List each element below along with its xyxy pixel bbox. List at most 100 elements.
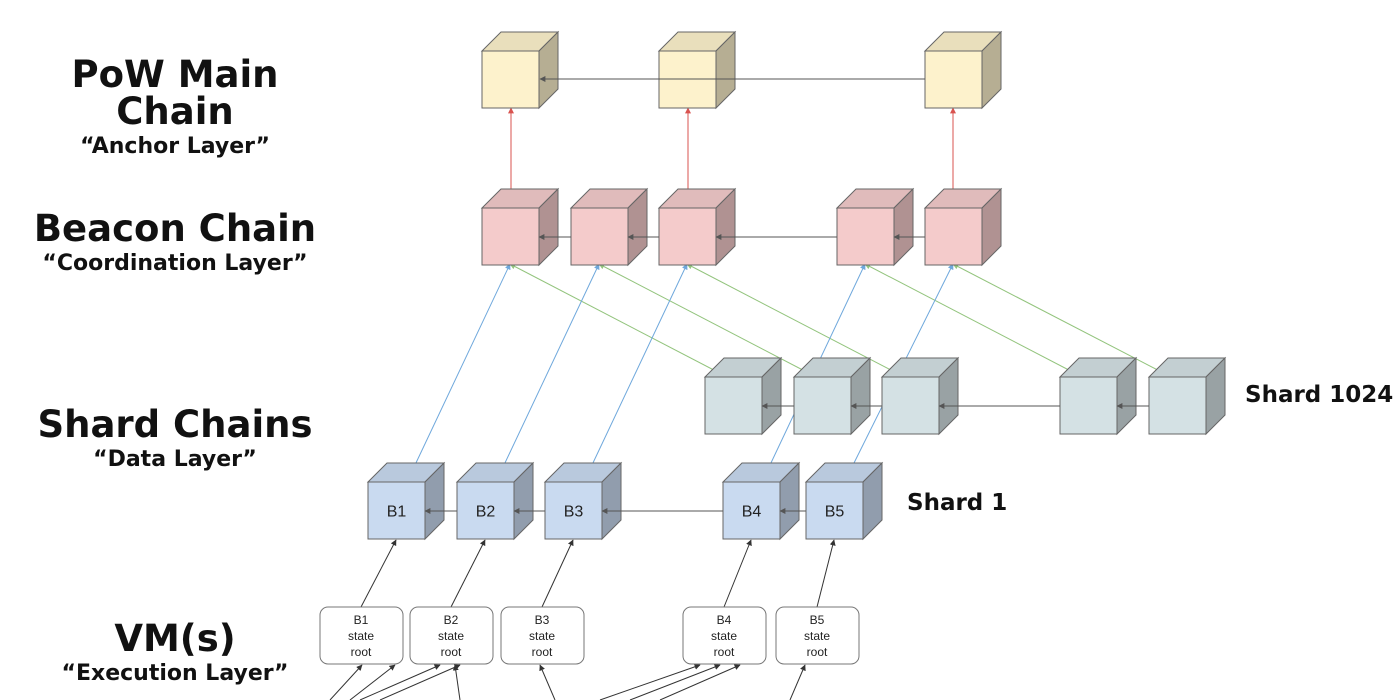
execution-input-link <box>789 664 806 700</box>
cube-front <box>1059 376 1118 435</box>
cube-side <box>538 30 559 110</box>
cube-side <box>850 356 871 436</box>
state-root-text: B5 <box>810 613 825 627</box>
cube-side <box>761 356 782 436</box>
cube-front <box>367 481 426 540</box>
crosslink-green <box>598 263 823 381</box>
crosslink-blue <box>591 263 688 466</box>
state-root-text: root <box>807 645 828 659</box>
crosslink-blue <box>414 263 511 466</box>
shard-1-block: B4 <box>721 461 801 541</box>
state-root-text: root <box>532 645 553 659</box>
state-root-frame <box>319 606 404 665</box>
state-root-link <box>450 539 486 608</box>
pow-block <box>657 30 737 110</box>
layer-title-pow: PoW Main Chain “Anchor Layer” <box>10 56 340 158</box>
state-root-text: state <box>711 629 737 643</box>
pow-block <box>480 30 560 110</box>
cube-front <box>570 207 629 266</box>
cube-side <box>715 30 736 110</box>
cube-side <box>538 187 559 267</box>
shard-1024-block <box>703 356 783 436</box>
cube-front <box>704 376 763 435</box>
state-root-link <box>360 539 397 608</box>
cube-side <box>601 461 622 541</box>
state-root-text: state <box>529 629 555 643</box>
chain-links <box>424 76 1149 514</box>
layer-main-label: Beacon Chain <box>33 207 317 250</box>
execution-input-link <box>349 664 396 700</box>
cube-side <box>862 461 883 541</box>
execution-input-link <box>329 664 363 700</box>
shard-1024-block <box>792 356 872 436</box>
state-root-frame <box>682 606 767 665</box>
state-root-link <box>723 539 752 608</box>
layer-main-label: Shard Chains <box>37 403 313 446</box>
crosslink-blue <box>503 263 600 466</box>
crosslink-green <box>509 263 734 381</box>
crosslink-green <box>952 263 1178 381</box>
cube-side <box>627 187 648 267</box>
layer-title-vm: VM(s) “Execution Layer” <box>10 620 340 685</box>
state-root-box: B2 state root <box>409 606 494 665</box>
layer-sub-label: “Execution Layer” <box>61 661 289 686</box>
cube-side <box>424 461 445 541</box>
beacon-block <box>480 187 560 267</box>
state-root-text: root <box>351 645 372 659</box>
state-root-text: state <box>804 629 830 643</box>
cube-side <box>938 356 959 436</box>
cube-front <box>658 207 717 266</box>
layer-sub-label: “Data Layer” <box>93 447 257 472</box>
cube-front <box>481 207 540 266</box>
state-root-box: B5 state root <box>775 606 860 665</box>
shard-1-block: B1 <box>366 461 446 541</box>
beacon-block <box>923 187 1003 267</box>
shard-1024-block <box>880 356 960 436</box>
cube-front <box>836 207 895 266</box>
execution-input-link <box>452 664 461 700</box>
state-root-box: B1 state root <box>319 606 404 665</box>
crosslink-green <box>686 263 911 381</box>
layer-main-label: PoW Main Chain <box>71 53 279 133</box>
state-root-frame <box>500 606 585 665</box>
cube-side <box>779 461 800 541</box>
cube-side <box>1205 356 1226 436</box>
state-root-text: state <box>438 629 464 643</box>
state-root-frame <box>409 606 494 665</box>
block-label: B2 <box>476 504 496 521</box>
cube-side <box>1116 356 1137 436</box>
block-label: B5 <box>825 504 845 521</box>
layer-main-label: VM(s) <box>114 617 236 660</box>
shard-1024-label: Shard 1024 <box>1245 382 1394 408</box>
state-root-frame <box>775 606 860 665</box>
state-root-text: root <box>441 645 462 659</box>
layer-sub-label: “Anchor Layer” <box>80 134 270 159</box>
state-root-text: state <box>348 629 374 643</box>
shard-1024-block <box>1058 356 1138 436</box>
shard-1-label: Shard 1 <box>907 490 1008 516</box>
block-label: B3 <box>564 504 584 521</box>
state-root-text: B1 <box>354 613 369 627</box>
cube-side <box>981 30 1002 110</box>
execution-input-link <box>599 663 701 700</box>
cube-side <box>715 187 736 267</box>
cube-front <box>481 50 540 109</box>
state-root-text: B2 <box>444 613 459 627</box>
execution-input-link <box>359 664 441 700</box>
cube-side <box>981 187 1002 267</box>
shard-1024-block <box>1147 356 1227 436</box>
cube-side <box>893 187 914 267</box>
layer-title-beacon: Beacon Chain “Coordination Layer” <box>10 210 340 275</box>
execution-input-link <box>629 664 721 700</box>
state-root-link <box>541 539 574 608</box>
cube-front <box>805 481 864 540</box>
cube-front <box>924 207 983 266</box>
execution-input-link <box>659 664 741 700</box>
shard-1-block: B2 <box>455 461 535 541</box>
block-label: B1 <box>387 504 407 521</box>
layer-title-shards: Shard Chains “Data Layer” <box>10 406 340 471</box>
layer-sub-label: “Coordination Layer” <box>42 251 308 276</box>
state-root-text: B4 <box>717 613 732 627</box>
